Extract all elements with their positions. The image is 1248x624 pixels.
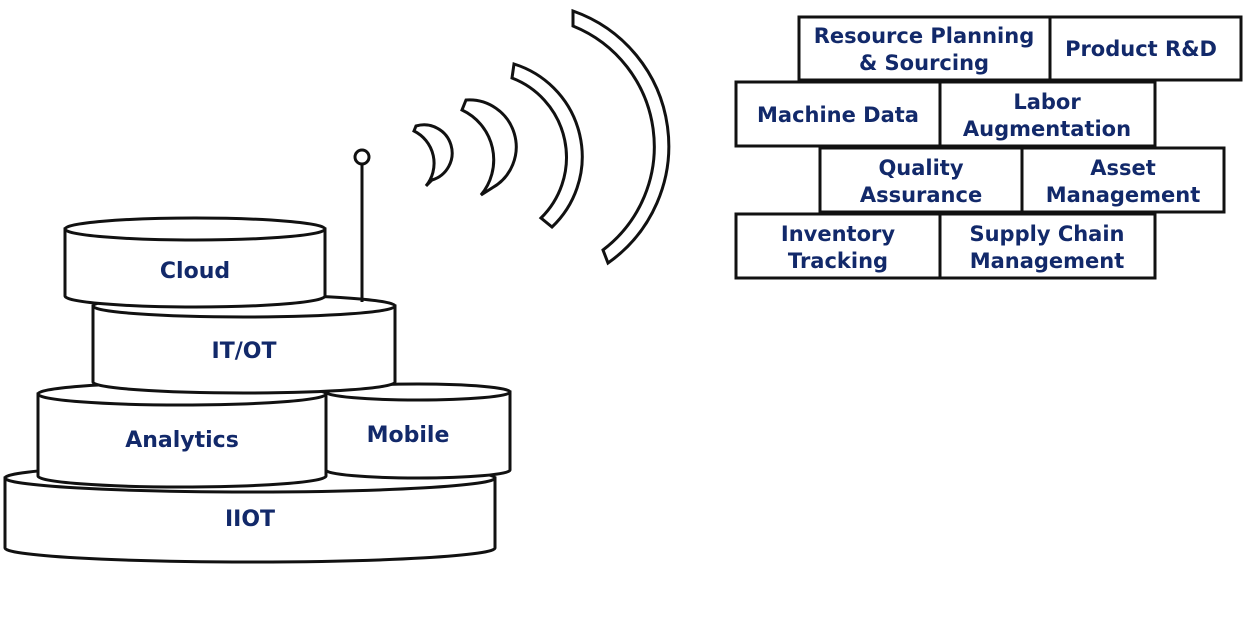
signal-arc-1 [412, 123, 454, 188]
cloud-label: Cloud [160, 259, 230, 284]
wireless-signal-icon [412, 8, 671, 266]
brick-product-rnd-label: Product R&D [1065, 37, 1217, 61]
signal-arc-2 [460, 98, 518, 197]
brick-resource-planning-line1: Resource Planning [814, 24, 1035, 48]
brick-labor-augmentation [938, 80, 1157, 148]
brick-labor-augmentation-line1: Labor [1013, 90, 1081, 114]
itot-disk: IT/OT [91, 293, 397, 395]
brick-machine-data [734, 80, 942, 148]
brick-product-rnd [1048, 15, 1243, 82]
cloud-disk: Cloud [63, 216, 327, 309]
brick-quality-assurance-line2: Assurance [860, 183, 982, 207]
antenna-icon [353, 148, 371, 302]
brick-asset-management [1020, 146, 1226, 214]
application-wall: Resource Planning & Sourcing Product R&D… [734, 15, 1243, 280]
signal-arc-3 [510, 62, 584, 229]
brick-inventory-tracking [734, 212, 942, 280]
brick-labor-augmentation-line2: Augmentation [963, 117, 1131, 141]
mobile-label: Mobile [367, 423, 450, 448]
brick-quality-assurance [818, 146, 1024, 214]
brick-machine-data-label: Machine Data [757, 103, 919, 127]
brick-resource-planning [797, 15, 1052, 82]
brick-asset-management-line1: Asset [1090, 156, 1156, 180]
brick-resource-planning-line2: & Sourcing [859, 51, 989, 75]
itot-label: IT/OT [212, 339, 277, 364]
signal-arc-4 [571, 8, 671, 266]
brick-asset-management-line2: Management [1046, 183, 1201, 207]
brick-supply-chain-line2: Management [970, 249, 1125, 273]
analytics-disk: Analytics [36, 381, 328, 489]
brick-supply-chain-line1: Supply Chain [969, 222, 1124, 246]
brick-supply-chain [938, 212, 1157, 280]
brick-inventory-tracking-line1: Inventory [781, 222, 895, 246]
analytics-label: Analytics [125, 428, 239, 453]
iiot-label: IIOT [225, 507, 275, 532]
brick-quality-assurance-line1: Quality [878, 156, 963, 180]
brick-inventory-tracking-line2: Tracking [788, 249, 888, 273]
mobile-disk: Mobile [324, 382, 512, 480]
